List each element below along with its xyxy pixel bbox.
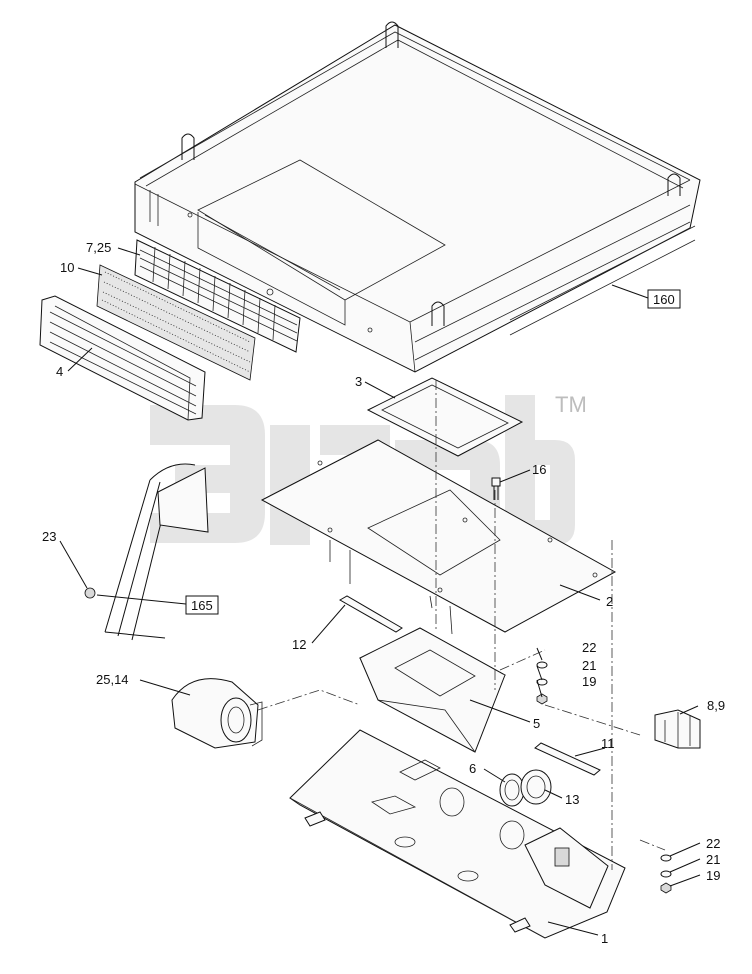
bottom-tray: [289, 729, 626, 939]
washers-upper: [536, 661, 548, 705]
callout-19-upper: 19: [582, 674, 596, 689]
callout-25-14: 25,14: [96, 672, 129, 687]
gasket-frame: [366, 377, 524, 457]
callout-12: 12: [292, 637, 306, 652]
filter-mesh: [96, 264, 256, 381]
air-duct: [358, 627, 507, 753]
roof-housing: [134, 21, 701, 373]
callout-5: 5: [533, 716, 540, 731]
callout-160: 160: [653, 292, 675, 307]
callout-7-25: 7,25: [86, 240, 111, 255]
callout-6: 6: [469, 761, 476, 776]
callout-1: 1: [601, 931, 608, 946]
connector-block: [654, 709, 701, 749]
base-plate: [260, 439, 617, 635]
callout-21-upper: 21: [582, 658, 596, 673]
grille-frame: [134, 239, 301, 353]
callout-22-upper: 22: [582, 640, 596, 655]
callout-16: 16: [532, 462, 546, 477]
assembly-lines: [257, 380, 666, 870]
leader-lines: [59, 247, 701, 936]
hose-assembly: [104, 463, 209, 641]
strip-12: [338, 595, 403, 633]
callout-10: 10: [60, 260, 74, 275]
callout-13: 13: [565, 792, 579, 807]
callout-labels: 7,25 10 4 160 3 16 23 165 2 12 22 21 19 …: [42, 240, 725, 946]
callout-165: 165: [191, 598, 213, 613]
nut-23: [84, 587, 96, 599]
callout-160-box: 160: [647, 289, 681, 309]
louvre-panel: [39, 295, 206, 421]
strip-11: [534, 742, 601, 776]
callout-11: 11: [601, 736, 615, 751]
callout-3: 3: [355, 374, 362, 389]
ring-6: [499, 773, 525, 807]
callout-8-9: 8,9: [707, 698, 725, 713]
watermark-tm: TM: [555, 392, 587, 417]
blower-fan: [171, 678, 263, 749]
callout-4: 4: [56, 364, 63, 379]
ring-13: [520, 769, 552, 805]
callout-21-lower: 21: [706, 852, 720, 867]
callout-22-lower: 22: [706, 836, 720, 851]
washers-lower: [660, 854, 672, 894]
callout-165-box: 165: [185, 595, 219, 615]
callout-2: 2: [606, 594, 613, 609]
callout-19-lower: 19: [706, 868, 720, 883]
callout-23: 23: [42, 529, 56, 544]
